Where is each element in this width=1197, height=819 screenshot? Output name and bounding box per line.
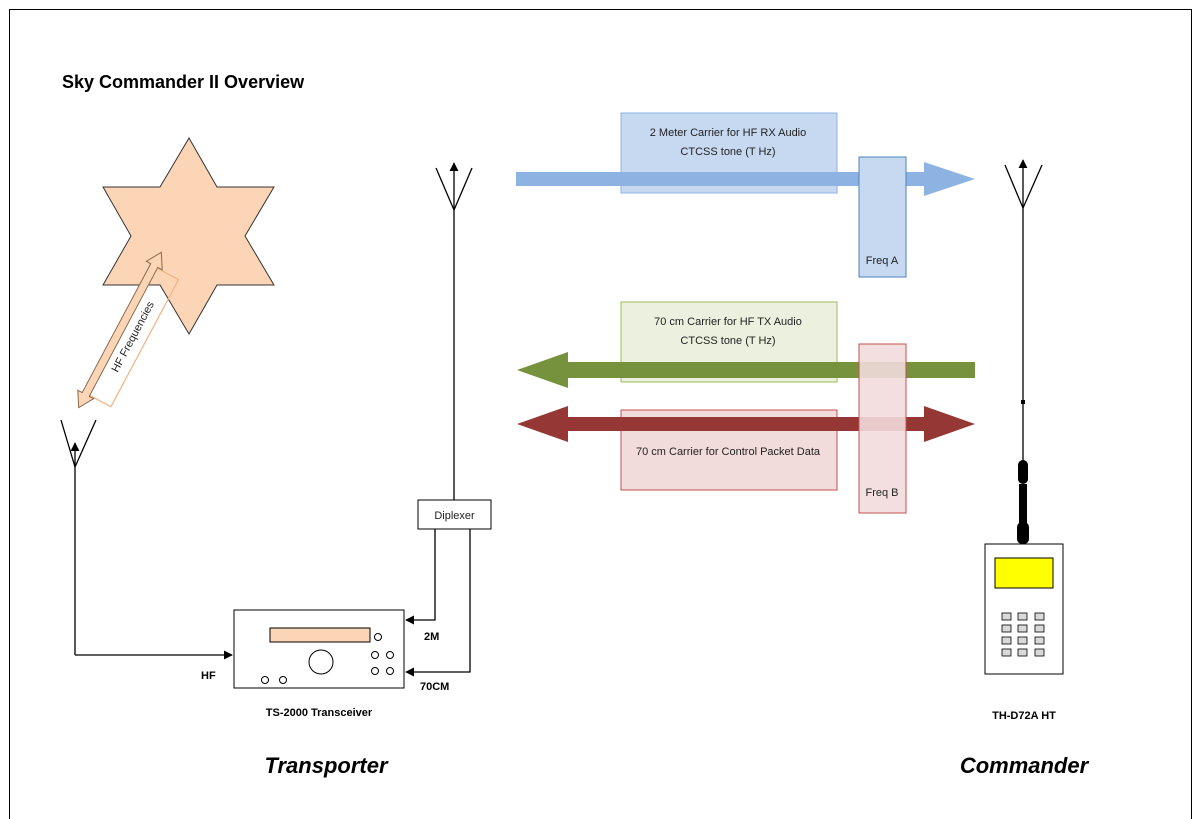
port-label-70cm: 70CM bbox=[420, 681, 449, 693]
hf-antenna bbox=[60, 419, 97, 655]
transporter-antenna bbox=[435, 162, 473, 500]
transceiver-button bbox=[371, 651, 379, 659]
diplexer-label: Diplexer bbox=[434, 510, 475, 522]
freq-a-box bbox=[858, 156, 907, 278]
70cm-feed-line bbox=[405, 529, 471, 677]
freq-a-label: Freq A bbox=[866, 255, 899, 267]
transceiver-display bbox=[269, 627, 371, 643]
transceiver-button bbox=[279, 676, 287, 684]
ht-label: TH-D72A HT bbox=[992, 710, 1056, 722]
seventy-tx-carrier-text-2: CTCSS tone (T Hz) bbox=[680, 335, 775, 347]
two-meter-carrier-text-2: CTCSS tone (T Hz) bbox=[680, 146, 775, 158]
transceiver-vfo-knob bbox=[308, 649, 334, 675]
freq-b-box bbox=[858, 343, 907, 514]
hf-frequencies-arrow bbox=[77, 251, 163, 409]
transceiver-button bbox=[386, 651, 394, 659]
ht-antenna-band bbox=[1021, 400, 1025, 404]
ht-screen bbox=[994, 557, 1054, 589]
commander-label: Commander bbox=[960, 753, 1090, 778]
commander-antenna bbox=[1004, 159, 1043, 462]
seventy-tx-carrier-arrow bbox=[517, 352, 975, 388]
transceiver-button bbox=[386, 667, 394, 675]
ht-antenna-stem bbox=[1019, 484, 1027, 524]
ht-antenna-base bbox=[1017, 522, 1029, 544]
port-label-2m: 2M bbox=[424, 631, 439, 643]
diplexer-box bbox=[417, 499, 492, 530]
transceiver-button bbox=[374, 633, 382, 641]
transceiver-label: TS-2000 Transceiver bbox=[266, 707, 373, 719]
seventy-control-carrier-text: 70 cm Carrier for Control Packet Data bbox=[636, 446, 821, 458]
ht-antenna-coil bbox=[1018, 460, 1028, 484]
th-d72a-handheld bbox=[984, 543, 1064, 675]
page-frame bbox=[9, 9, 1192, 819]
two-meter-carrier-text-1: 2 Meter Carrier for HF RX Audio bbox=[650, 127, 807, 139]
transceiver-button bbox=[261, 676, 269, 684]
ht-keypad bbox=[1001, 612, 1045, 657]
freq-b-label: Freq B bbox=[865, 487, 898, 499]
transceiver-body bbox=[233, 609, 405, 689]
2m-feed-line bbox=[405, 529, 436, 625]
port-label-hf: HF bbox=[201, 670, 216, 682]
ts2000-transceiver bbox=[233, 609, 405, 689]
seventy-control-carrier-arrow bbox=[517, 406, 975, 442]
seventy-tx-carrier-text-1: 70 cm Carrier for HF TX Audio bbox=[654, 316, 802, 328]
diagram-title: Sky Commander II Overview bbox=[62, 72, 305, 92]
two-meter-carrier-arrow bbox=[516, 162, 975, 196]
transporter-label: Transporter bbox=[264, 753, 389, 778]
transceiver-button bbox=[371, 667, 379, 675]
